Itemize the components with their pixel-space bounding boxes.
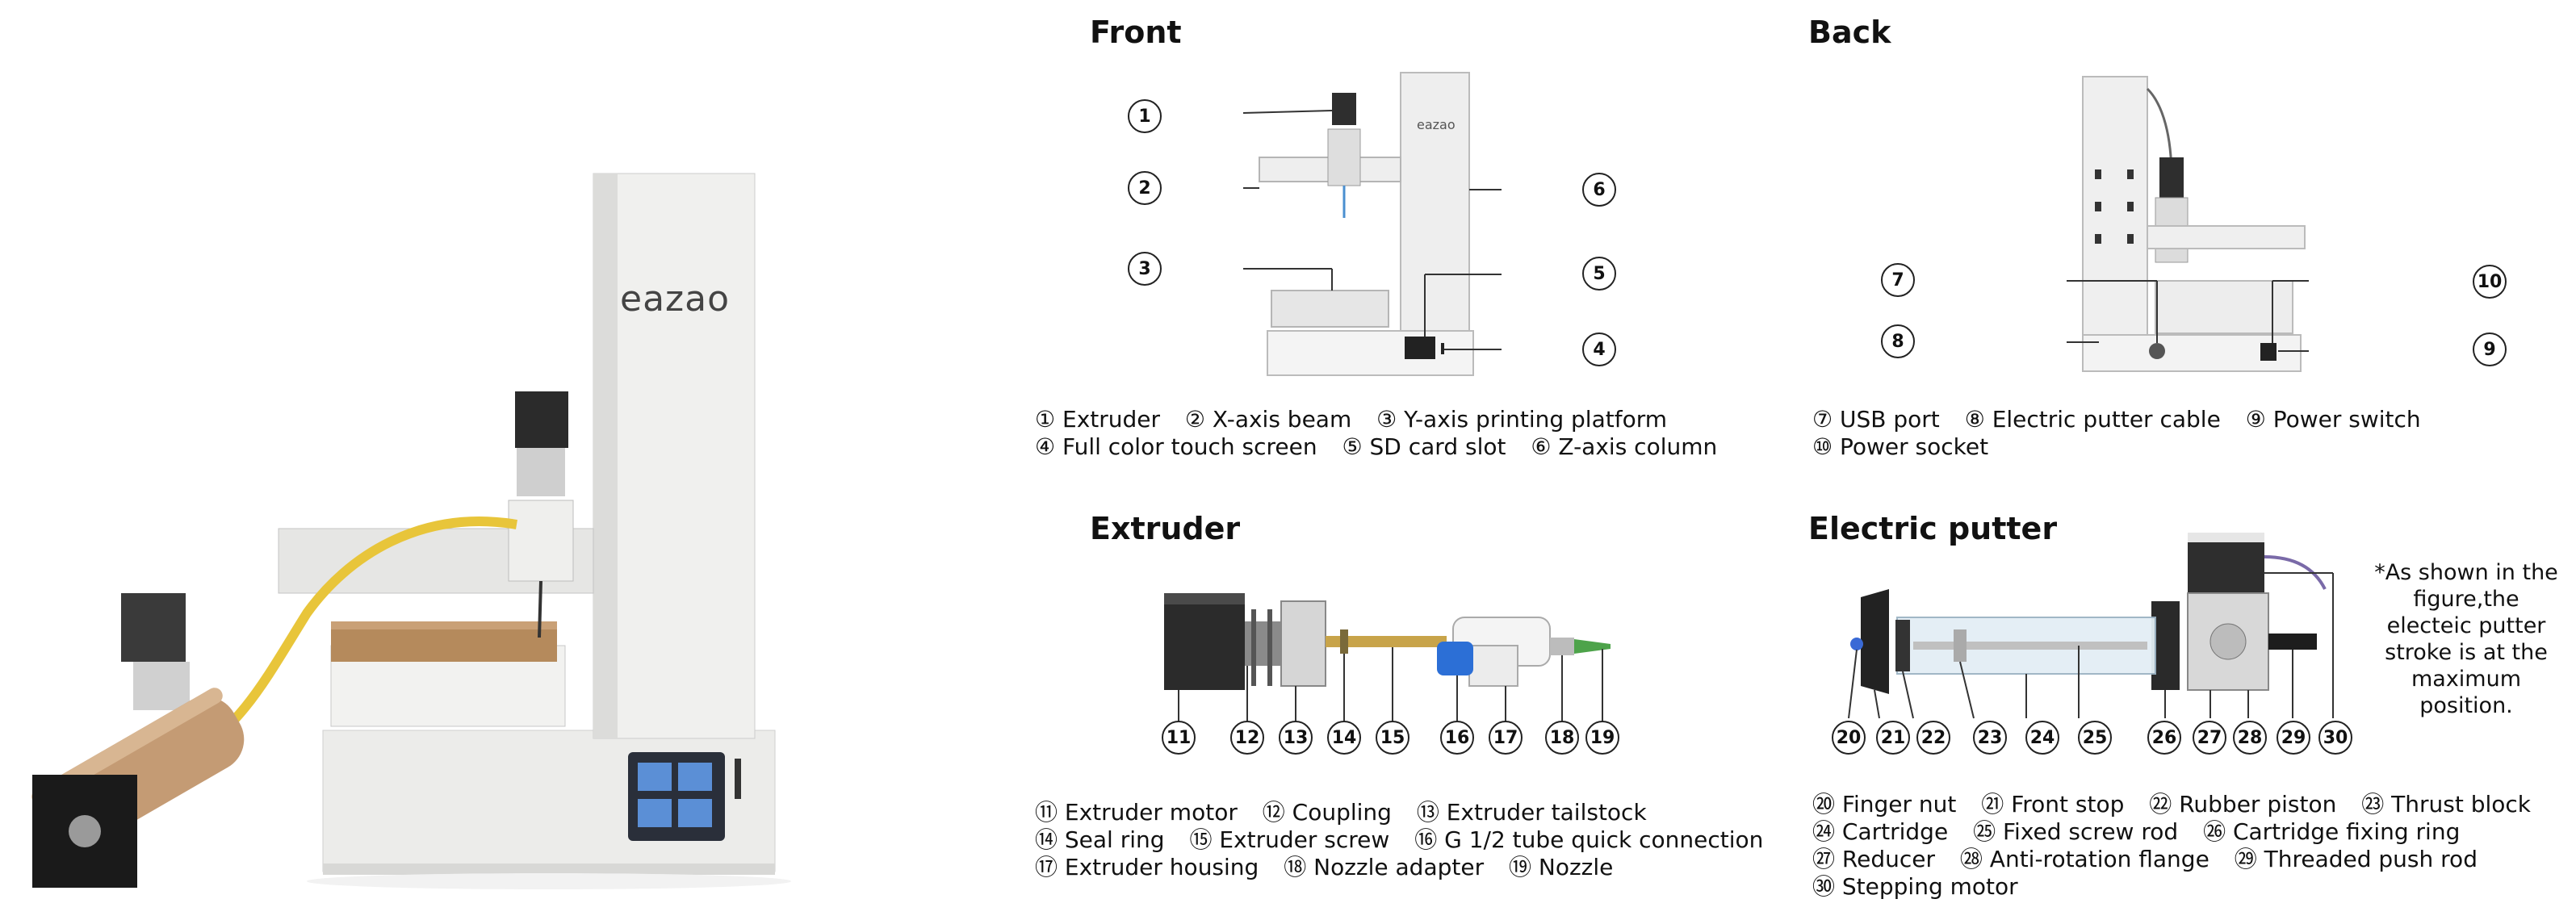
svg-text:eazao: eazao	[1417, 117, 1456, 132]
callout-29: 29	[2277, 721, 2310, 755]
legend-item: ⑬ Extruder tailstock	[1416, 799, 1647, 826]
legend-item: ② X-axis beam	[1184, 406, 1352, 433]
callout-2: 2	[1128, 171, 1162, 205]
putter-illustration	[1848, 533, 2334, 719]
legend-item: ㉗ Reducer	[1812, 846, 1935, 872]
legend-putter-line3: ㉗ Reducer ㉘ Anti-rotation flange ㉙ Threa…	[1812, 842, 2495, 874]
legend-item: ⑭ Seal ring	[1035, 826, 1165, 853]
legend-item: ④ Full color touch screen	[1035, 433, 1317, 460]
note-line: *As shown in the	[2374, 560, 2558, 585]
callout-4: 4	[1582, 332, 1616, 366]
brand-logo: eazao	[620, 278, 731, 320]
legend-front-line2: ④ Full color touch screen ⑤ SD card slot…	[1035, 433, 1735, 460]
callout-3: 3	[1128, 252, 1162, 286]
callout-24: 24	[2025, 721, 2059, 755]
legend-back-line2: ⑩ Power socket	[1812, 433, 2006, 460]
note-line: electeic putter	[2386, 613, 2546, 638]
callout-30: 30	[2318, 721, 2352, 755]
legend-item: ⑳ Finger nut	[1812, 791, 1957, 818]
legend-item: ⑩ Power socket	[1812, 433, 1989, 460]
legend-item: ⑫ Coupling	[1262, 799, 1392, 826]
legend-item: ㉘ Anti-rotation flange	[1959, 846, 2209, 872]
legend-front-line1: ① Extruder ② X-axis beam ③ Y-axis printi…	[1035, 406, 1685, 433]
callout-7: 7	[1881, 263, 1915, 297]
legend-item: ⑦ USB port	[1812, 406, 1940, 433]
legend-item: ③ Y-axis printing platform	[1376, 406, 1667, 433]
callout-10: 10	[2473, 265, 2507, 299]
legend-item: ⑤ SD card slot	[1342, 433, 1506, 460]
legend-item: ㉒ Rubber piston	[2149, 791, 2337, 818]
legend-item: ㉑ Front stop	[1981, 791, 2125, 818]
note-line: figure,the	[2413, 587, 2519, 612]
legend-item: ① Extruder	[1035, 406, 1161, 433]
callout-17: 17	[1489, 721, 1523, 755]
legend-item: ⑪ Extruder motor	[1035, 799, 1238, 826]
putter-note: *As shown in the figure,the electeic put…	[2369, 559, 2563, 719]
legend-putter-line4: ㉚ Stepping motor	[1812, 869, 2036, 901]
callout-23: 23	[1973, 721, 2007, 755]
callout-13: 13	[1279, 721, 1313, 755]
callout-27: 27	[2193, 721, 2226, 755]
legend-extruder-line2: ⑭ Seal ring ⑮ Extruder screw ⑯ G 1/2 tub…	[1035, 822, 1781, 855]
legend-item: ㉔ Cartridge	[1812, 818, 1949, 845]
extruder-illustration	[1164, 593, 1611, 736]
legend-extruder-line3: ⑰ Extruder housing ⑱ Nozzle adapter ⑲ No…	[1035, 850, 1631, 882]
legend-item: ⑨ Power switch	[2245, 406, 2421, 433]
legend-item: ⑰ Extruder housing	[1035, 854, 1259, 880]
callout-9: 9	[2473, 332, 2507, 366]
section-title-front: Front	[1090, 15, 1182, 50]
legend-item: ㉖ Cartridge fixing ring	[2203, 818, 2461, 845]
legend-item: ㉚ Stepping motor	[1812, 873, 2018, 900]
legend-putter-line2: ㉔ Cartridge ㉕ Fixed screw rod ㉖ Cartridg…	[1812, 814, 2478, 847]
legend-item: ⑮ Extruder screw	[1189, 826, 1390, 853]
note-line: position.	[2419, 693, 2513, 718]
legend-extruder-line1: ⑪ Extruder motor ⑫ Coupling ⑬ Extruder t…	[1035, 795, 1665, 827]
callout-20: 20	[1832, 721, 1866, 755]
callout-18: 18	[1545, 721, 1579, 755]
note-line: stroke is at the	[2385, 640, 2548, 665]
callout-19: 19	[1585, 721, 1619, 755]
callout-16: 16	[1440, 721, 1474, 755]
callout-5: 5	[1582, 257, 1616, 291]
legend-item: ⑧ Electric putter cable	[1964, 406, 2221, 433]
legend-putter-line1: ⑳ Finger nut ㉑ Front stop ㉒ Rubber pisto…	[1812, 787, 2549, 819]
legend-item: ⑯ G 1/2 tube quick connection	[1414, 826, 1764, 853]
callout-25: 25	[2078, 721, 2112, 755]
front-illustration: eazao	[1243, 72, 1502, 376]
legend-item: ㉙ Threaded push rod	[2234, 846, 2478, 872]
legend-item: ㉓ Thrust block	[2361, 791, 2532, 818]
section-title-extruder: Extruder	[1090, 511, 1241, 546]
callout-8: 8	[1881, 324, 1915, 358]
note-line: maximum	[2411, 667, 2522, 692]
callout-22: 22	[1916, 721, 1950, 755]
legend-item: ㉕ Fixed screw rod	[1973, 818, 2179, 845]
section-title-back: Back	[1808, 15, 1891, 50]
back-illustration	[2067, 76, 2309, 372]
callout-26: 26	[2147, 721, 2181, 755]
legend-item: ⑥ Z-axis column	[1531, 433, 1718, 460]
section-title-putter: Electric putter	[1808, 511, 2058, 546]
callout-14: 14	[1327, 721, 1361, 755]
printer-photo	[31, 173, 791, 889]
callout-11: 11	[1162, 721, 1196, 755]
callout-28: 28	[2233, 721, 2267, 755]
callout-21: 21	[1876, 721, 1910, 755]
legend-back-line1: ⑦ USB port ⑧ Electric putter cable ⑨ Pow…	[1812, 406, 2439, 433]
callout-6: 6	[1582, 173, 1616, 207]
callout-15: 15	[1376, 721, 1409, 755]
callout-1: 1	[1128, 99, 1162, 133]
legend-item: ⑱ Nozzle adapter	[1284, 854, 1485, 880]
callout-12: 12	[1230, 721, 1264, 755]
legend-item: ⑲ Nozzle	[1509, 854, 1614, 880]
